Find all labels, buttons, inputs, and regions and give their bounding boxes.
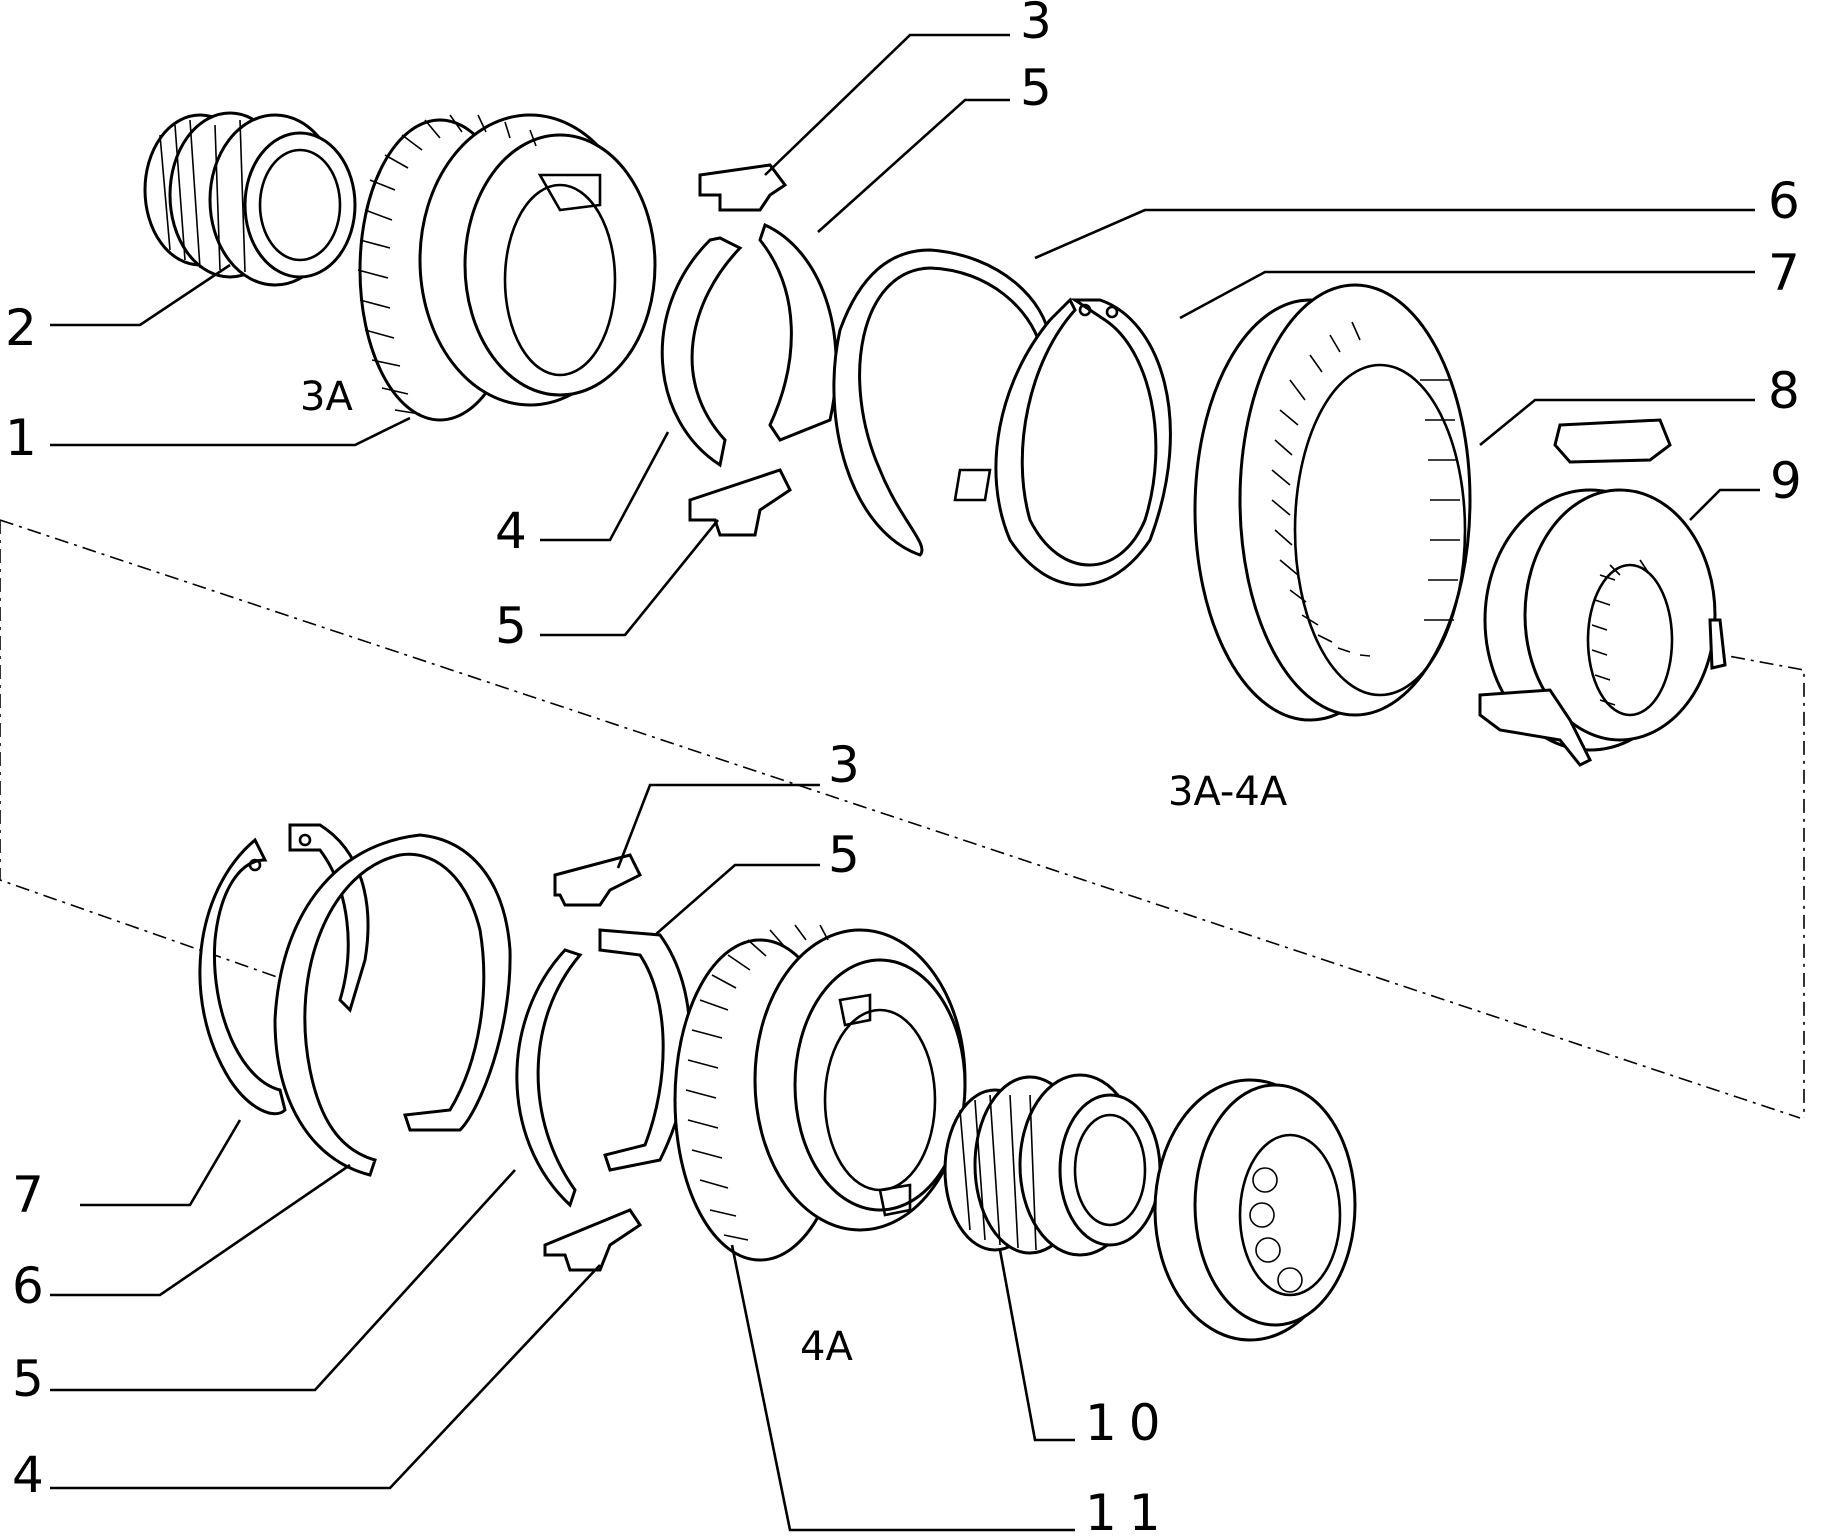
callout-5-upper-a: 5 — [1020, 59, 1052, 117]
ball-bearing — [1153, 1078, 1357, 1342]
callout-5-lower-a: 5 — [828, 826, 860, 884]
callout-6-upper: 6 — [1768, 172, 1800, 230]
synchro-key-upper-top — [698, 163, 788, 212]
callout-11: 11 — [1085, 1484, 1173, 1536]
label-third-gear: 3A — [300, 374, 353, 420]
callout-7-lower: 7 — [12, 1166, 44, 1224]
callout-7-upper: 7 — [1768, 244, 1800, 302]
synchro-segment-upper-right — [758, 222, 838, 442]
synchro-sleeve — [1193, 283, 1472, 722]
callout-6-lower: 6 — [12, 1257, 44, 1315]
callout-9: 9 — [1770, 452, 1802, 510]
synchro-band-lower — [273, 833, 512, 1177]
callout-4-lower: 4 — [12, 1446, 44, 1504]
synchro-segment-lower-left — [515, 948, 583, 1208]
callout-5-upper-b: 5 — [495, 597, 527, 655]
synchro-key-lower-bottom — [543, 1208, 643, 1272]
callout-5-lower-b: 5 — [12, 1350, 44, 1408]
leader-lines — [50, 33, 1760, 1532]
needle-bearing-upper — [143, 111, 357, 287]
label-fourth-gear: 4A — [800, 1324, 853, 1370]
callout-3-upper: 3 — [1020, 0, 1052, 50]
needle-bearing-lower — [943, 1073, 1162, 1257]
callout-2: 2 — [5, 299, 37, 357]
callout-8: 8 — [1768, 362, 1800, 420]
callout-10: 10 — [1085, 1394, 1173, 1452]
third-gear — [357, 113, 657, 422]
label-synchro-assembly: 3A-4A — [1168, 769, 1288, 815]
fourth-gear — [673, 924, 967, 1262]
callout-1: 1 — [5, 409, 37, 467]
synchro-segment-lower-right — [598, 928, 692, 1172]
callout-4-upper: 4 — [495, 502, 527, 560]
synchro-key-lower-top — [553, 853, 643, 907]
synchro-segment-upper-left — [660, 236, 743, 468]
circlip-upper — [994, 297, 1172, 587]
callout-3-lower: 3 — [828, 736, 860, 794]
synchro-hub — [1478, 418, 1727, 767]
synchro-key-upper-bottom — [688, 468, 792, 537]
